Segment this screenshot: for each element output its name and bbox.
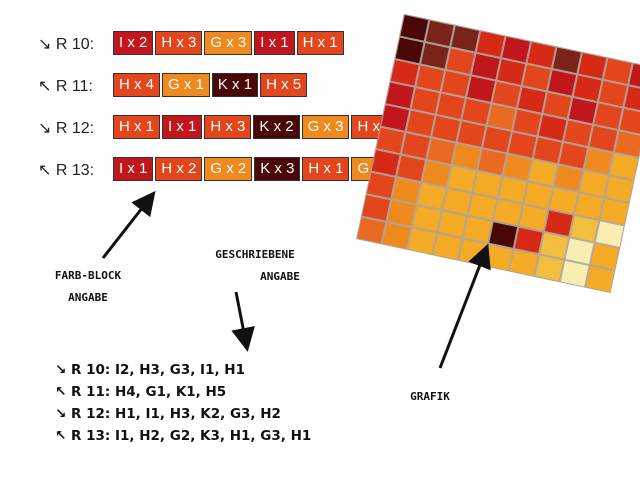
color-block: H x 1 <box>296 31 344 55</box>
label-farb-block: FARB-BLOCK ANGABE <box>38 265 138 309</box>
label-farb-block-line1: FARB-BLOCK <box>54 269 122 282</box>
row-label-r12: ↘ R 12: <box>38 120 95 137</box>
color-block: G x 3 <box>204 31 253 55</box>
color-block: K x 1 <box>211 73 259 97</box>
color-block: H x 3 <box>204 115 252 139</box>
written-line-r11: ↖ R 11: H4, G1, K1, H5 <box>55 384 227 400</box>
color-block: H x 4 <box>113 73 161 97</box>
color-block: G x 1 <box>162 73 210 97</box>
color-block: K x 3 <box>254 157 301 181</box>
written-instructions: ↘ R 10: I2, H3, G3, I1, H1 ↖ R 11: H4, G… <box>55 359 311 447</box>
arrow-grafik <box>438 243 491 369</box>
color-block: G x 2 <box>204 157 253 181</box>
color-block: K x 2 <box>253 115 300 139</box>
color-block: I x 2 <box>113 31 154 55</box>
label-geschriebene-line1: GESCHRIEBENE <box>215 248 295 261</box>
label-grafik: GRAFIK <box>410 390 450 403</box>
arrow-farb-block <box>101 190 156 259</box>
label-geschriebene-line2: ANGABE <box>260 270 300 283</box>
label-geschriebene: GESCHRIEBENE ANGABE <box>196 244 314 288</box>
color-block: G x 3 <box>301 115 350 139</box>
row-label-r11: ↖ R 11: <box>38 78 93 95</box>
written-line-r12: ↘ R 12: H1, I1, H3, K2, G3, H2 <box>55 406 281 422</box>
color-block: H x 5 <box>260 73 308 97</box>
written-line-r13: ↖ R 13: I1, H2, G2, K3, H1, G3, H1 <box>55 428 312 444</box>
row-label-r13: ↖ R 13: <box>38 162 95 179</box>
written-line-r10: ↘ R 10: I2, H3, G3, I1, H1 <box>55 362 245 378</box>
color-block: H x 3 <box>155 31 203 55</box>
row-label-r10: ↘ R 10: <box>38 36 95 53</box>
color-block: H x 2 <box>155 157 203 181</box>
color-block: H x 1 <box>302 157 350 181</box>
color-block: I x 1 <box>254 31 295 55</box>
color-block: I x 1 <box>162 115 203 139</box>
color-block: H x 1 <box>113 115 161 139</box>
color-block: I x 1 <box>113 157 154 181</box>
arrow-geschriebene <box>231 291 255 352</box>
label-farb-block-line2: ANGABE <box>68 291 108 304</box>
